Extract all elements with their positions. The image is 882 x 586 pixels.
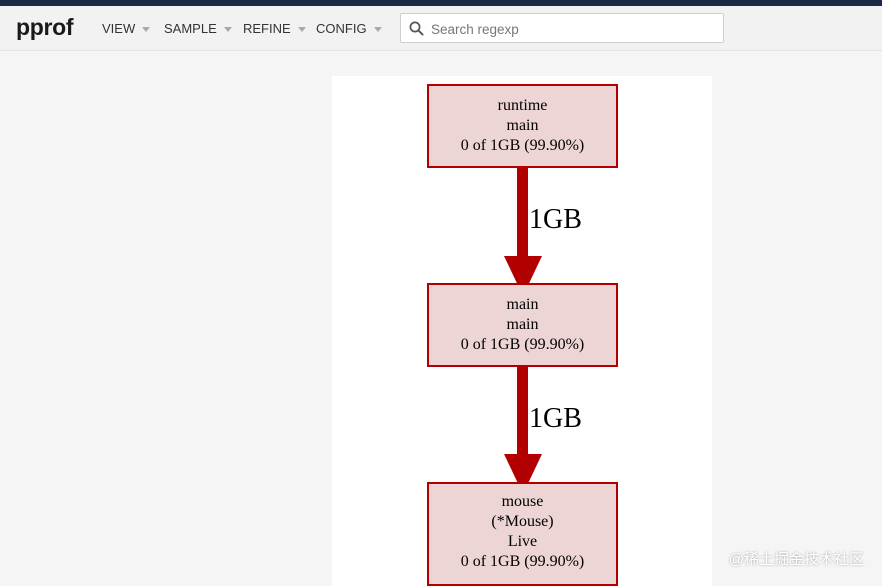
node-function: main — [506, 117, 539, 134]
menu-refine-label: REFINE — [243, 21, 291, 36]
call-graph[interactable]: runtime main 0 of 1GB (99.90%) 1GB main … — [332, 76, 712, 586]
top-accent-bar — [0, 0, 882, 6]
node-package: mouse — [501, 493, 544, 510]
watermark: @稀土掘金技术社区 — [728, 551, 864, 568]
edge-label: 1GB — [529, 204, 582, 235]
graph-node[interactable]: main main 0 of 1GB (99.90%) — [427, 283, 618, 367]
app-logo[interactable]: pprof — [16, 14, 74, 40]
node-value: 0 of 1GB (99.90%) — [460, 553, 585, 570]
chevron-down-icon — [373, 26, 382, 32]
node-package: main — [506, 296, 539, 313]
edge-label: 1GB — [529, 403, 582, 434]
node-package: runtime — [497, 97, 548, 114]
node-receiver: (*Mouse) — [491, 513, 554, 530]
search-box[interactable] — [400, 13, 724, 43]
menu-config-label: CONFIG — [316, 21, 367, 36]
menu-view[interactable]: VIEW — [102, 21, 151, 36]
menu-sample-label: SAMPLE — [164, 21, 217, 36]
node-function: main — [506, 316, 539, 333]
search-input[interactable] — [429, 18, 723, 40]
graph-node[interactable]: mouse (*Mouse) Live 0 of 1GB (99.90%) — [427, 482, 618, 586]
node-function: Live — [507, 533, 538, 550]
search-icon — [409, 21, 424, 36]
menu-config[interactable]: CONFIG — [316, 21, 382, 36]
node-value: 0 of 1GB (99.90%) — [460, 137, 585, 154]
graph-edge — [517, 584, 528, 586]
chevron-down-icon — [142, 26, 151, 32]
menu-refine[interactable]: REFINE — [243, 21, 306, 36]
chevron-down-icon — [297, 26, 306, 32]
menu-view-label: VIEW — [102, 21, 136, 36]
graph-edge — [517, 168, 528, 256]
menu-sample[interactable]: SAMPLE — [164, 21, 232, 36]
graph-node[interactable]: runtime main 0 of 1GB (99.90%) — [427, 84, 618, 168]
graph-edge — [517, 367, 528, 455]
toolbar: pprof VIEW SAMPLE REFINE CONFIG — [0, 6, 882, 51]
node-value: 0 of 1GB (99.90%) — [460, 336, 585, 353]
chevron-down-icon — [223, 26, 232, 32]
